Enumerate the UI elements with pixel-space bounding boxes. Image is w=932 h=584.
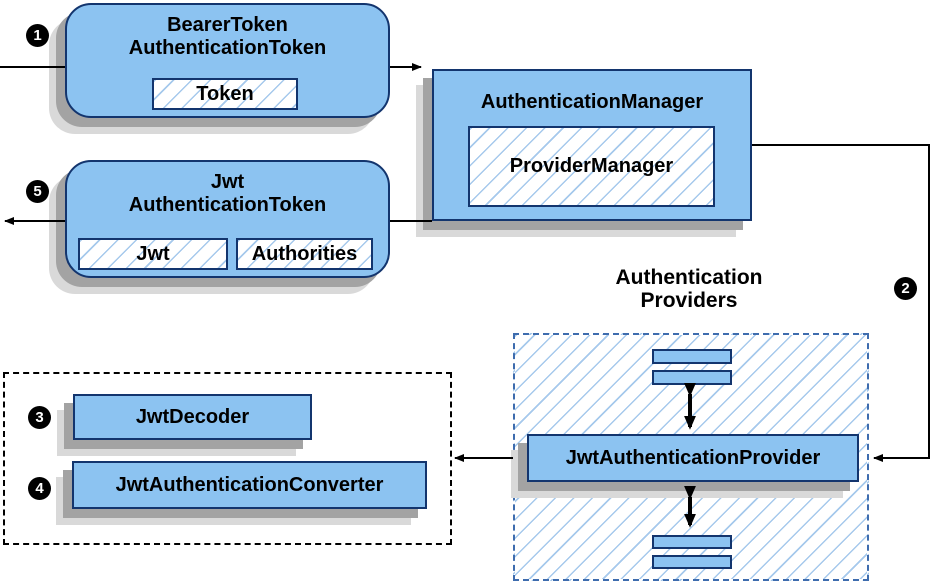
- provider-list-item-bar: [652, 370, 732, 385]
- field-authorities: Authorities: [236, 238, 373, 270]
- authentication-providers-label-line1: Authentication: [615, 266, 763, 289]
- step-marker-3: 3: [28, 406, 51, 429]
- field-jwt: Jwt: [78, 238, 228, 270]
- node-jwt-authentication-converter: JwtAuthenticationConverter: [72, 461, 427, 509]
- node-jwt-decoder: JwtDecoder: [73, 394, 312, 440]
- node-bearer-token-authentication-token: BearerToken AuthenticationToken Token: [65, 3, 390, 118]
- jwt-components-container: JwtDecoder JwtAuthenticationConverter: [3, 372, 452, 545]
- node-authentication-manager: AuthenticationManager ProviderManager: [432, 69, 752, 221]
- bearer-token-title-line2: AuthenticationToken: [128, 37, 327, 59]
- jwt-authentication-token-title-line1: Jwt: [210, 171, 245, 193]
- provider-list-item-bar: [652, 535, 732, 549]
- jwt-authentication-token-title-line2: AuthenticationToken: [128, 194, 327, 216]
- step-marker-1: 1: [26, 24, 49, 47]
- step-marker-2: 2: [894, 277, 917, 300]
- authentication-providers-container: JwtAuthenticationProvider: [513, 333, 869, 581]
- node-jwt-authentication-token: Jwt AuthenticationToken Jwt Authorities: [65, 160, 390, 278]
- node-jwt-authentication-provider: JwtAuthenticationProvider: [527, 434, 859, 482]
- field-token: Token: [152, 78, 298, 110]
- bearer-token-title-line1: BearerToken: [167, 14, 288, 36]
- authentication-providers-label-line2: Providers: [640, 289, 738, 312]
- step-marker-5: 5: [26, 180, 49, 203]
- provider-list-item-bar: [652, 555, 732, 569]
- field-provider-manager: ProviderManager: [468, 126, 715, 207]
- step-marker-4: 4: [28, 477, 51, 500]
- provider-list-item-bar: [652, 349, 732, 364]
- jwt-authentication-token-title: Jwt AuthenticationToken: [67, 171, 388, 217]
- bearer-token-title: BearerToken AuthenticationToken: [67, 14, 388, 60]
- authentication-providers-label: Authentication Providers: [549, 266, 829, 312]
- authentication-manager-title: AuthenticationManager: [480, 91, 704, 113]
